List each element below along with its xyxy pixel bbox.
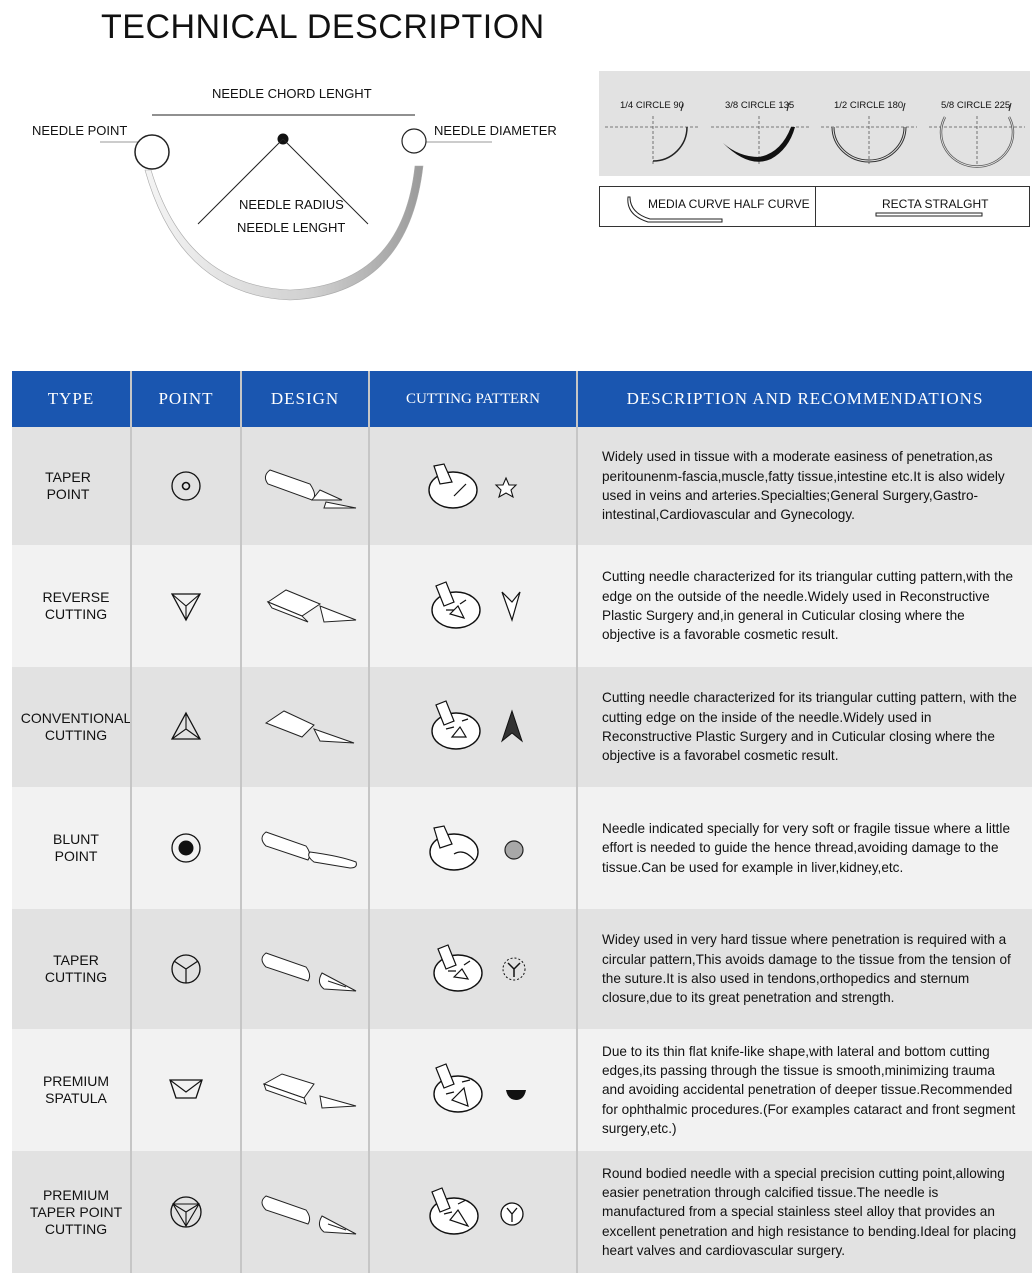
table-row: REVERSE CUTTING Cutting needle character… [12, 545, 1032, 667]
reverse-cutting-icon [132, 545, 240, 667]
blunt-needle-icon [242, 787, 368, 909]
circle-label-quarter: 1/4 CIRCLE 90 [620, 100, 684, 111]
blunt-point-icon [132, 787, 240, 909]
spatula-icon [132, 1029, 240, 1151]
half-curve-needle-icon [627, 196, 723, 223]
header-point: POINT [132, 371, 240, 427]
needle-point-circle [134, 134, 170, 170]
header-cutting-pattern: CUTTING PATTERN [370, 371, 576, 427]
row-type: PREMIUM SPATULA [42, 1073, 110, 1106]
recta-label: RECTA STRALGHT [882, 197, 989, 211]
table-row: CONVENTIONAL CUTTING Cutting needle char… [12, 667, 1032, 787]
taper-cutting-icon [132, 909, 240, 1029]
needle-chord-label: NEEDLE CHORD LENGHT [212, 86, 372, 101]
circle-pattern-icon [370, 787, 576, 909]
row-type: TAPER POINT [45, 469, 91, 502]
needle-shapes-box: MEDIA CURVE HALF CURVE RECTA STRALGHT [599, 186, 1030, 227]
row-type: BLUNT POINT [53, 831, 99, 864]
triangle-pattern-icon [370, 667, 576, 787]
half-disc-pattern-icon [370, 1029, 576, 1151]
circle-types-panel: 1/4 CIRCLE 90 3/8 CIRCLE 135 1/2 CIRCLE … [599, 71, 1030, 176]
circle-label-five-eighths: 5/8 CIRCLE 225 [941, 100, 1011, 111]
needle-anatomy-diagram [100, 114, 492, 301]
reverse-triangle-pattern-icon [370, 545, 576, 667]
premium-taper-icon [132, 1151, 240, 1273]
row-description: Cutting needle characterized for its tri… [602, 690, 1017, 764]
row-description: Widey used in very hard tissue where pen… [602, 932, 1011, 1006]
table-row: TAPER POINT Widely used in tissue with a… [12, 427, 1032, 545]
table-row: BLUNT POINT Needle indicated specially f… [12, 787, 1032, 909]
row-type: TAPER CUTTING [44, 952, 108, 985]
quarter-circle-icon [652, 126, 688, 162]
circle-y-pattern-icon [370, 1151, 576, 1273]
header-design: DESIGN [242, 371, 368, 427]
table-row: TAPER CUTTING Widey used in very hard ti… [12, 909, 1032, 1029]
row-description: Needle indicated specially for very soft… [602, 821, 1011, 875]
dotted-y-pattern-icon [370, 909, 576, 1029]
star-pattern-icon [370, 427, 576, 545]
needle-radius-label: NEEDLE RADIUS [239, 197, 344, 212]
taper-cut-needle-icon [242, 1151, 368, 1273]
triangular-needle-icon [242, 667, 368, 787]
needle-diameter-circle [401, 128, 427, 154]
needle-diameter-label: NEEDLE DIAMETER [434, 123, 557, 138]
row-type: REVERSE CUTTING [42, 589, 110, 622]
row-type: PREMIUM TAPER POINT CUTTING [29, 1186, 123, 1237]
row-type: CONVENTIONAL CUTTING [20, 710, 132, 743]
needle-arc [144, 165, 424, 301]
table-row: PREMIUM SPATULA Due to its thin flat kni… [12, 1029, 1032, 1151]
circle-label-half: 1/2 CIRCLE 180 [834, 100, 904, 111]
circle-label-three-eighths: 3/8 CIRCLE 135 [725, 100, 795, 111]
row-description: Cutting needle characterized for its tri… [602, 569, 1014, 643]
straight-needle-icon [875, 212, 983, 217]
row-description: Round bodied needle with a special preci… [602, 1165, 1017, 1258]
spatula-needle-icon [242, 1029, 368, 1151]
row-description: Due to its thin flat knife-like shape,wi… [602, 1043, 1016, 1136]
header-type: TYPE [12, 371, 130, 427]
header-description: DESCRIPTION AND RECOMMENDATIONS [578, 371, 1032, 427]
triangular-needle-icon [242, 545, 368, 667]
needle-length-label: NEEDLE LENGHT [237, 220, 346, 235]
three-eighths-circle-icon [723, 127, 795, 162]
media-curve-label: MEDIA CURVE HALF CURVE [648, 197, 810, 211]
needle-point-label: NEEDLE POINT [32, 123, 128, 138]
taper-point-icon [132, 427, 240, 545]
round-body-needle-icon [242, 427, 368, 545]
taper-cut-needle-icon [242, 909, 368, 1029]
page-title: TECHNICAL DESCRIPTION [101, 8, 545, 46]
conventional-cutting-icon [132, 667, 240, 787]
row-description: Widely used in tissue with a moderate ea… [602, 449, 1005, 523]
table-row: PREMIUM TAPER POINT CUTTING Round bodied… [12, 1151, 1032, 1273]
